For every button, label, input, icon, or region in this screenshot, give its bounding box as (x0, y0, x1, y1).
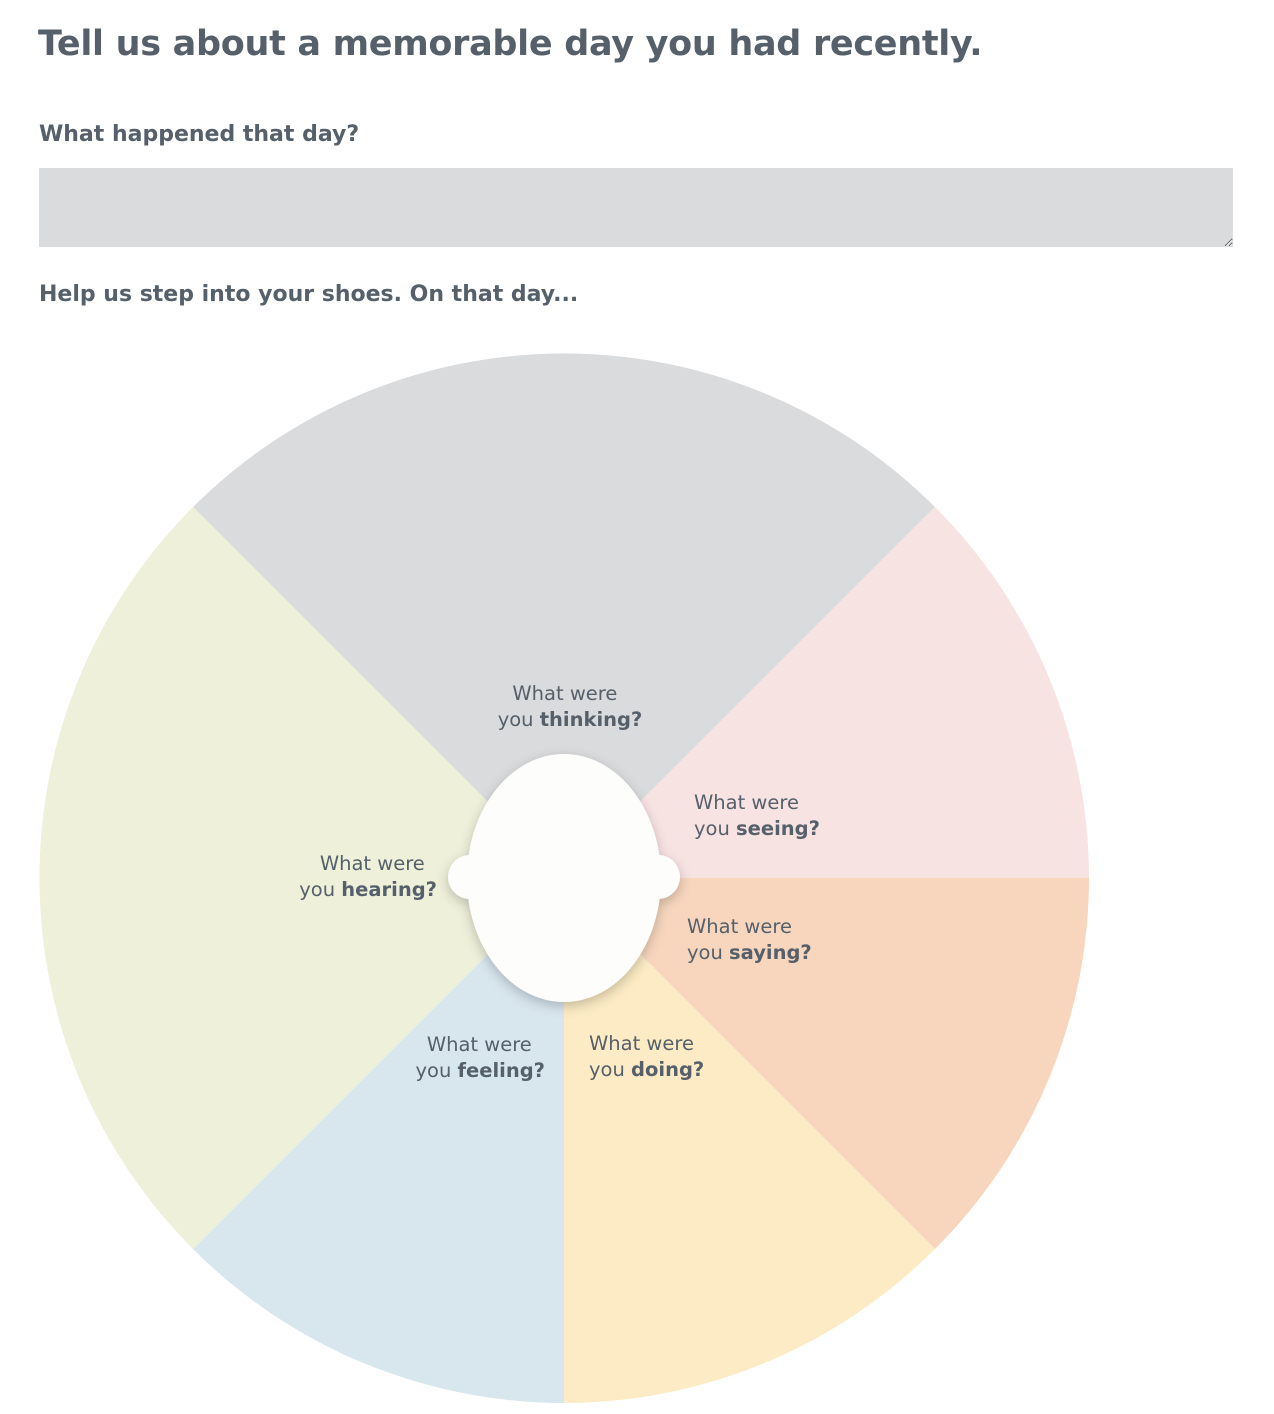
feeling-segment[interactable] (193, 878, 564, 1403)
doing-segment[interactable] (564, 878, 935, 1403)
page-title: Tell us about a memorable day you had re… (38, 24, 983, 64)
hearing-label: What were you hearing? (299, 852, 437, 901)
saying-segment[interactable] (564, 878, 1089, 1249)
seeing-segment[interactable] (564, 507, 1089, 878)
hearing-segment[interactable] (39, 507, 565, 1249)
what-happened-question: What happened that day? (39, 122, 360, 147)
thinking-label: What were you thinking? (498, 682, 643, 731)
thinking-segment[interactable] (193, 353, 935, 878)
feeling-label: What were you feeling? (416, 1033, 546, 1082)
shoes-prompt: Help us step into your shoes. On that da… (39, 282, 579, 307)
doing-label: What were you doing? (589, 1032, 704, 1081)
saying-label: What were you saying? (687, 915, 812, 964)
what-happened-input[interactable] (39, 168, 1233, 247)
head-icon (448, 754, 680, 1002)
seeing-label: What were you seeing? (694, 791, 820, 840)
